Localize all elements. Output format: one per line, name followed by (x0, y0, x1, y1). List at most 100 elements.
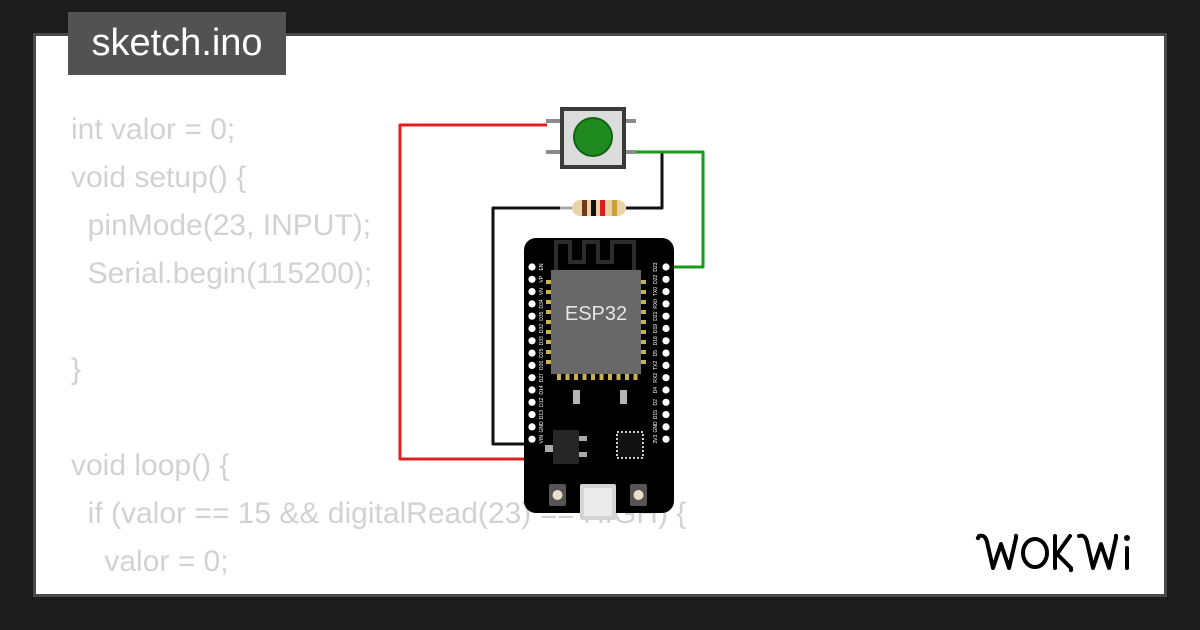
header-pin[interactable] (662, 324, 670, 333)
pin-label-left: D32 (539, 324, 545, 333)
header-pin[interactable] (528, 435, 536, 443)
module-pad (599, 374, 604, 380)
pin-label-right: D18 (653, 336, 659, 345)
resistor-band-3 (600, 200, 605, 216)
chip-label: ESP32 (565, 303, 627, 325)
pin-label-left: D25 (539, 348, 545, 357)
pin-label-left: D26 (539, 361, 545, 370)
header-pin[interactable] (528, 361, 536, 369)
header-pin[interactable] (662, 275, 670, 283)
pin-label-left: D14 (539, 385, 545, 394)
pin-label-right: TX2 (653, 361, 659, 370)
header-pin[interactable] (662, 361, 670, 369)
header-pin[interactable] (528, 349, 536, 357)
header-pin[interactable] (528, 288, 536, 296)
resistor-band-1 (582, 200, 587, 216)
module-pad (546, 310, 551, 314)
pin-label-right: D5 (653, 350, 659, 357)
header-pin[interactable] (662, 312, 670, 320)
esp32-module (551, 270, 641, 374)
header-pin[interactable] (528, 386, 536, 394)
module-pad (641, 280, 646, 284)
header-pin[interactable] (662, 423, 670, 431)
header-pin[interactable] (528, 398, 536, 406)
header-pin[interactable] (662, 288, 670, 296)
module-pad (625, 374, 629, 380)
sketch-filename-tab[interactable]: sketch.ino (68, 12, 286, 75)
pin-label-right: D21 (653, 311, 659, 320)
header-pin[interactable] (528, 300, 536, 308)
pin-label-left: VIN (539, 435, 545, 444)
code-background: int valor = 0; void setup() { pinMode(23… (71, 113, 687, 594)
pin-label-right: D4 (653, 387, 659, 394)
pin-label-left: D33 (539, 336, 545, 345)
header-pin[interactable] (528, 263, 536, 271)
wokwi-logo (975, 528, 1150, 576)
module-pad (641, 360, 646, 364)
module-pad (591, 374, 595, 380)
pin-label-right: D23 (653, 262, 659, 271)
header-pin[interactable] (528, 423, 536, 431)
module-pad (641, 320, 646, 324)
pin-label-left: D27 (539, 373, 545, 382)
module-pad (546, 350, 551, 354)
module-pad (546, 340, 551, 344)
header-pin[interactable] (528, 337, 536, 345)
module-pad (574, 374, 578, 380)
header-pin[interactable] (662, 349, 670, 357)
pin-label-left: VN (539, 288, 545, 295)
pin-label-right: 3V3 (653, 435, 659, 444)
resistor-band-4 (612, 200, 617, 216)
pushbutton[interactable] (546, 107, 636, 169)
green-wire (630, 150, 705, 269)
module-pad (641, 340, 646, 344)
red-wire (398, 123, 547, 461)
pin-label-left: VP (539, 275, 545, 282)
pin-label-left: D13 (539, 410, 545, 419)
pin-label-right: D2 (653, 399, 659, 406)
header-pin[interactable] (662, 435, 670, 443)
module-pad (608, 374, 612, 380)
pin-label-right: TX0 (653, 287, 659, 296)
button-cap (573, 117, 613, 157)
header-pin[interactable] (528, 411, 536, 419)
header-pin[interactable] (528, 324, 536, 333)
module-pads (546, 280, 646, 380)
module-pad (546, 280, 551, 284)
header-pin[interactable] (662, 398, 670, 406)
module-pad (565, 374, 570, 380)
header-pin[interactable] (662, 411, 670, 419)
black-wire-resistor-to-gnd (491, 206, 560, 446)
module-pad (546, 360, 551, 364)
module-pad (546, 330, 551, 334)
header-pin[interactable] (528, 312, 536, 320)
header-pin[interactable] (528, 275, 536, 283)
resistor[interactable] (560, 200, 626, 216)
usb-uart-chip (616, 431, 644, 459)
header-pin[interactable] (662, 374, 670, 382)
header-pins: ENVPVND34D35D32D33D25D26D27D14D12D13GNDV… (528, 262, 670, 444)
module-pad (641, 300, 646, 304)
pin-label-right: D22 (653, 275, 659, 284)
pin-label-right: GND (653, 421, 659, 433)
pin-label-right: D19 (653, 324, 659, 333)
header-pin[interactable] (662, 337, 670, 345)
pin-label-left: D35 (539, 311, 545, 320)
module-pad (641, 290, 646, 294)
module-pad (557, 374, 561, 380)
header-pin[interactable] (528, 374, 536, 382)
pin-label-left: GND (539, 421, 545, 433)
module-pad (641, 310, 646, 314)
module-pad (546, 300, 551, 304)
header-pin[interactable] (662, 263, 670, 271)
wokwi-logo-mark (975, 533, 1130, 573)
header-pin[interactable] (662, 300, 670, 308)
voltage-regulator (553, 430, 579, 464)
resistor-band-2 (591, 200, 596, 216)
header-pin[interactable] (662, 386, 670, 394)
antenna-trace (554, 240, 636, 270)
module-pad (582, 374, 587, 380)
esp32-board[interactable]: ESP32 ENVPVND34D35D32D33D25D26D27D14D12D… (524, 238, 674, 520)
pin-label-left: D12 (539, 398, 545, 407)
